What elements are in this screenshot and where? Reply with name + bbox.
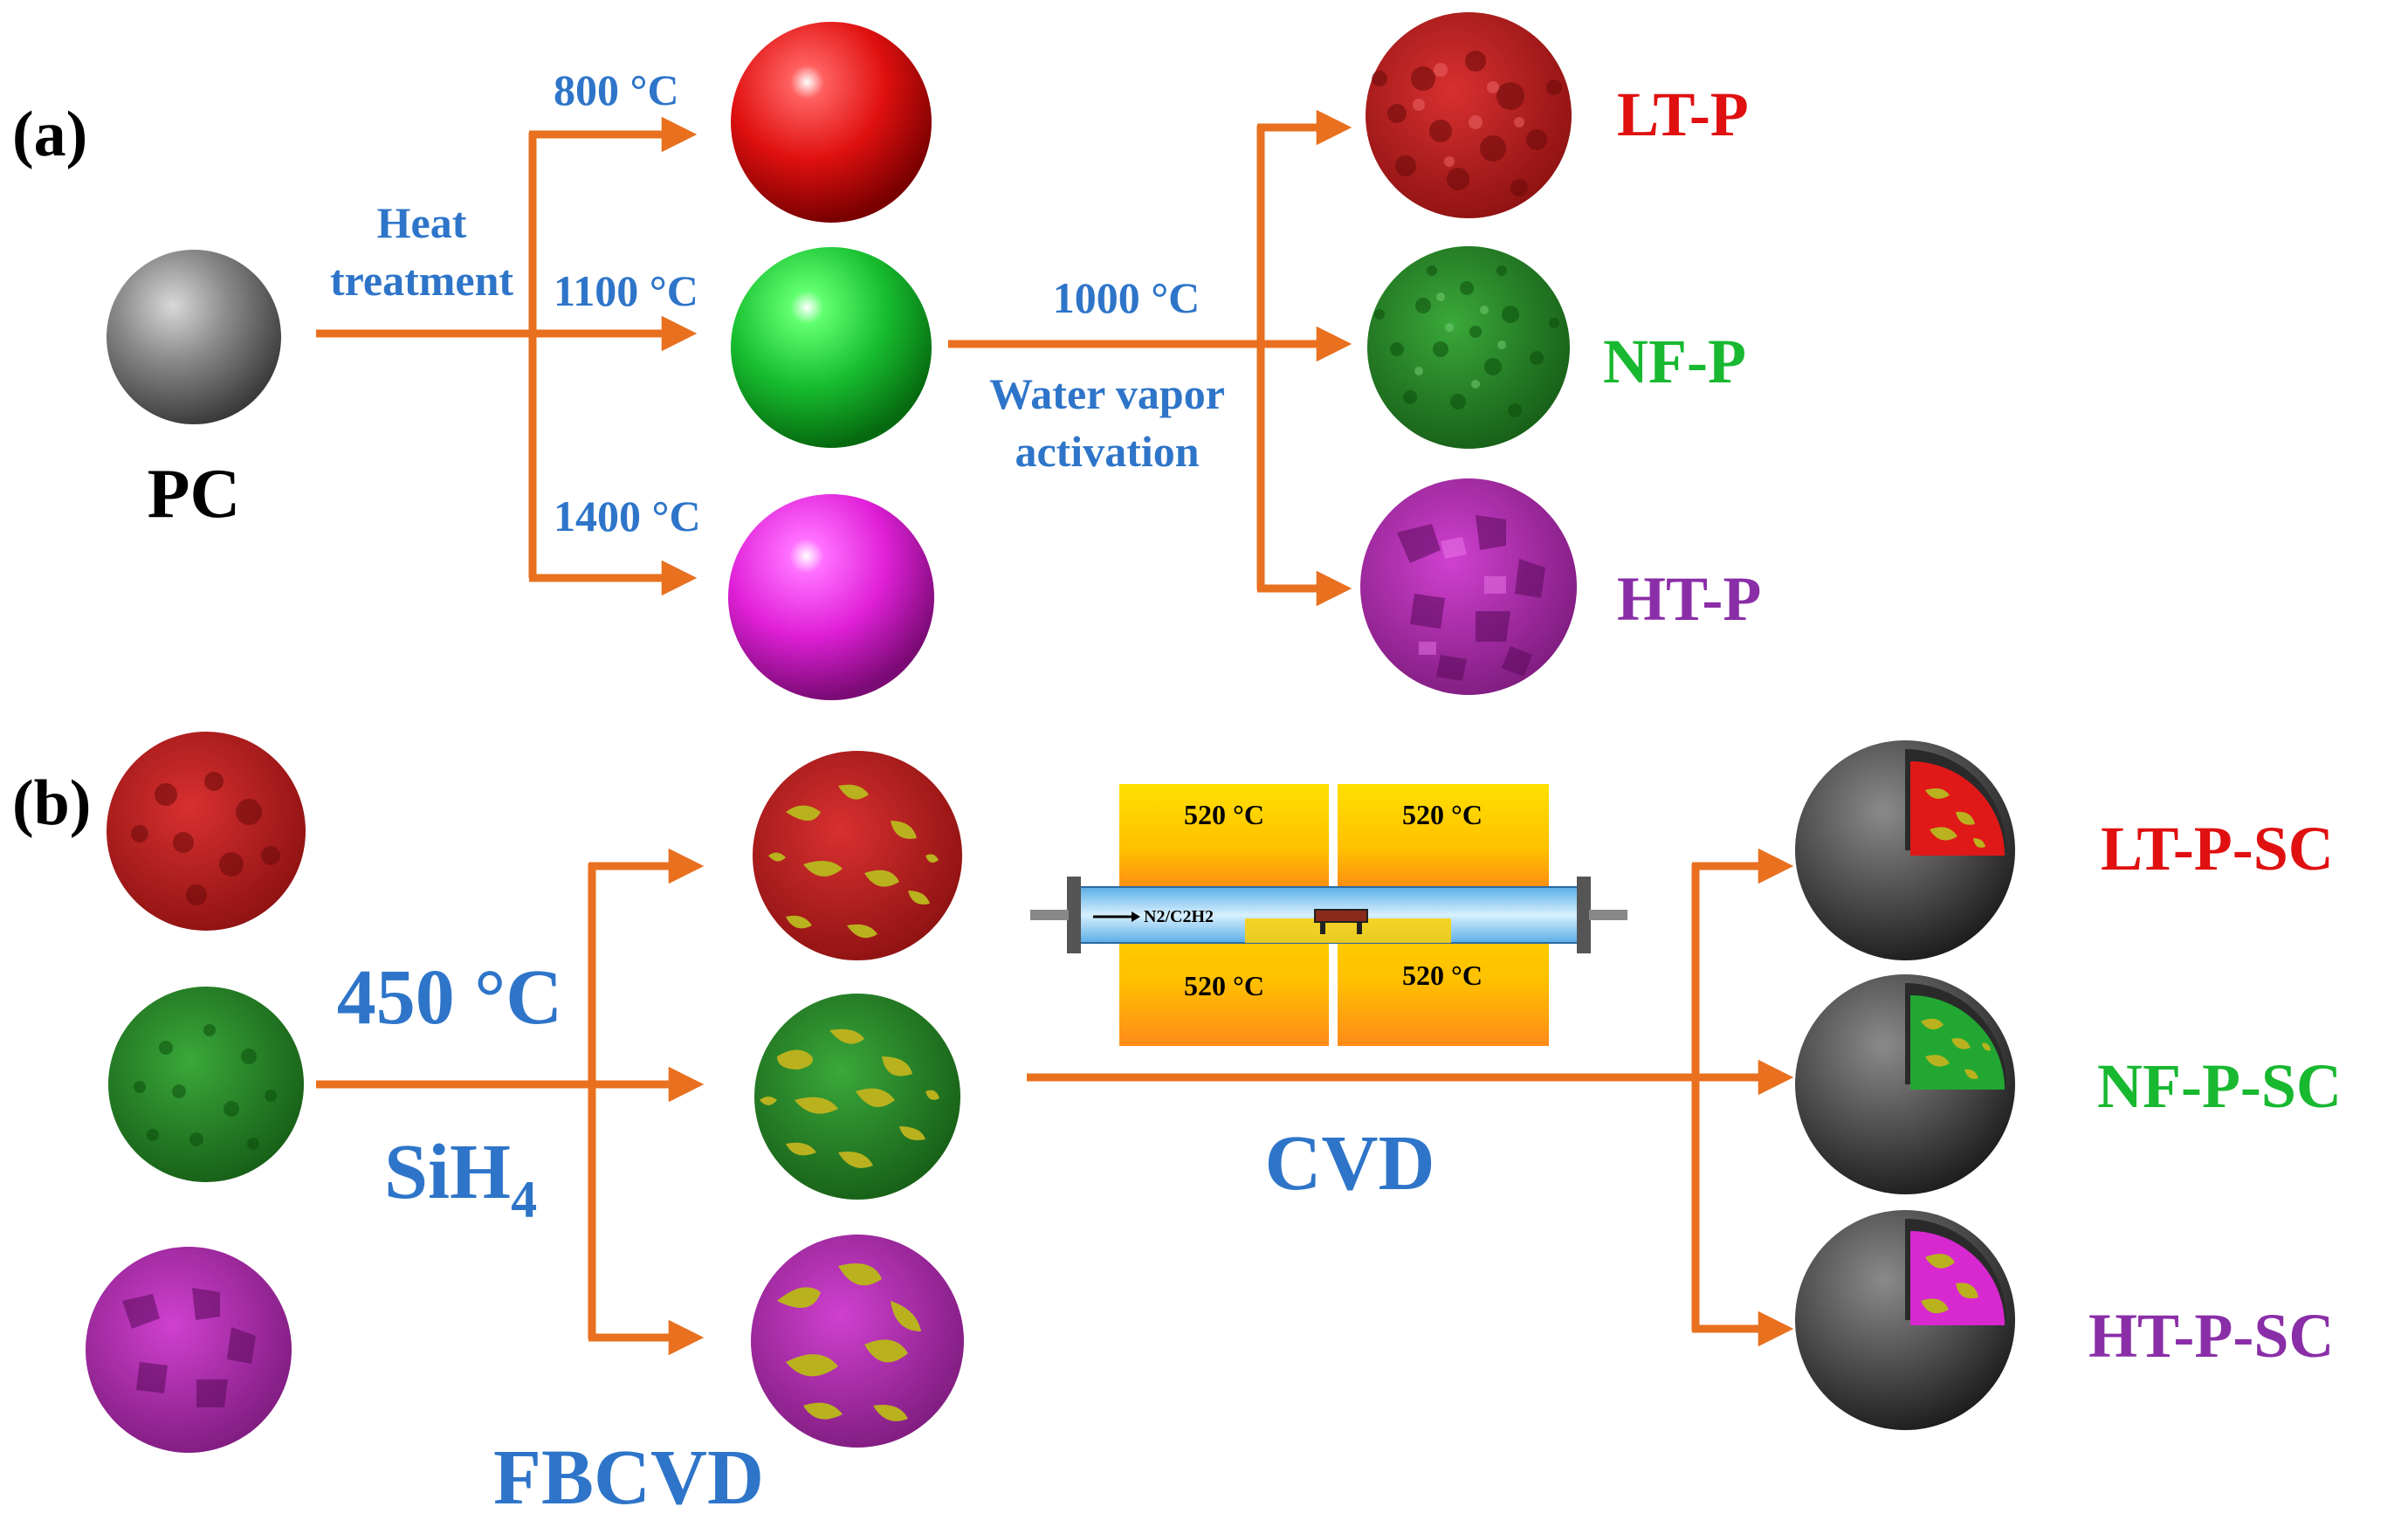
temp-1100-label: 1100 °C xyxy=(554,266,698,315)
pc-sphere xyxy=(107,250,281,424)
furnace-temp-bottom-right: 520 °C xyxy=(1402,960,1483,991)
furnace-zone-top-right xyxy=(1338,784,1549,903)
sample-boat-stand-right xyxy=(1357,922,1362,934)
fbcvd-gas-base: SiH xyxy=(384,1129,511,1215)
ht-p-label: HT-P xyxy=(1617,564,1761,634)
lt-p-label: LT-P xyxy=(1617,79,1749,149)
lt-p-sc-label: LT-P-SC xyxy=(2101,814,2334,884)
tube-cap-left xyxy=(1067,877,1081,953)
cvd-furnace: N2/C2H2 520 °C 520 °C 520 °C 520 °C xyxy=(1030,784,1627,1046)
gas-flow-arrowhead xyxy=(1132,911,1140,922)
sample-boat-stand-left xyxy=(1320,922,1325,934)
sample-boat xyxy=(1314,909,1368,923)
pc-label: PC xyxy=(148,456,241,533)
gas-inlet-pipe xyxy=(1030,910,1069,920)
ht-p-si-sphere xyxy=(751,1235,964,1448)
sphere-800-red xyxy=(731,22,932,223)
ht-p-sc-label: HT-P-SC xyxy=(2088,1301,2334,1371)
furnace-zone-bottom-right xyxy=(1338,927,1549,1046)
temp-800-label: 800 °C xyxy=(554,65,679,114)
furnace-zone-top-left xyxy=(1119,784,1329,903)
fbcvd-temp-label: 450 °C xyxy=(337,954,563,1041)
heat-treatment-line2: treatment xyxy=(330,256,513,305)
input-ht-p-sphere xyxy=(86,1247,292,1453)
sphere-1100-green xyxy=(731,247,932,448)
lt-p-si-sphere xyxy=(753,751,962,960)
sphere-1400-magenta xyxy=(728,494,934,700)
furnace-temp-bottom-left: 520 °C xyxy=(1184,970,1264,1001)
ht-p-sc-sphere xyxy=(1795,1210,2015,1430)
fbcvd-method-label: FBCVD xyxy=(493,1434,764,1521)
nf-p-porous-sphere xyxy=(1367,246,1570,449)
furnace-zone-bottom-left xyxy=(1119,927,1329,1046)
furnace-temp-top-left: 520 °C xyxy=(1184,799,1264,830)
cvd-arrows xyxy=(1027,848,1794,1347)
activation-line2: activation xyxy=(1015,427,1199,476)
fbcvd-gas-label: SiH4 xyxy=(384,1129,537,1228)
activation-arrows xyxy=(948,109,1352,607)
nf-p-si-sphere xyxy=(754,994,960,1200)
ht-p-porous-sphere xyxy=(1360,478,1577,695)
nf-p-sc-label: NF-P-SC xyxy=(2097,1051,2342,1121)
fbcvd-arrows xyxy=(316,848,705,1356)
heat-treatment-arrows xyxy=(316,116,698,596)
nf-p-sc-sphere xyxy=(1795,974,2015,1194)
activation-temp-label: 1000 °C xyxy=(1053,273,1201,322)
input-nf-p-sphere xyxy=(108,987,304,1182)
temp-1400-label: 1400 °C xyxy=(554,492,701,540)
fbcvd-gas-subscript: 4 xyxy=(511,1171,537,1228)
gas-flow-label: N2/C2H2 xyxy=(1144,907,1214,926)
lt-p-sc-sphere xyxy=(1795,740,2015,960)
furnace-temp-top-right: 520 °C xyxy=(1402,799,1483,830)
gas-outlet-pipe xyxy=(1589,910,1627,920)
panel-b-label: (b) xyxy=(12,767,91,839)
tube-cap-right xyxy=(1577,877,1591,953)
input-lt-p-sphere xyxy=(107,732,306,931)
panel-a-label: (a) xyxy=(12,99,87,170)
activation-line1: Water vapor xyxy=(989,369,1225,418)
heat-treatment-line1: Heat xyxy=(377,198,467,247)
cvd-method-label: CVD xyxy=(1265,1120,1435,1207)
nf-p-label: NF-P xyxy=(1603,327,1746,396)
lt-p-porous-sphere xyxy=(1366,12,1572,218)
